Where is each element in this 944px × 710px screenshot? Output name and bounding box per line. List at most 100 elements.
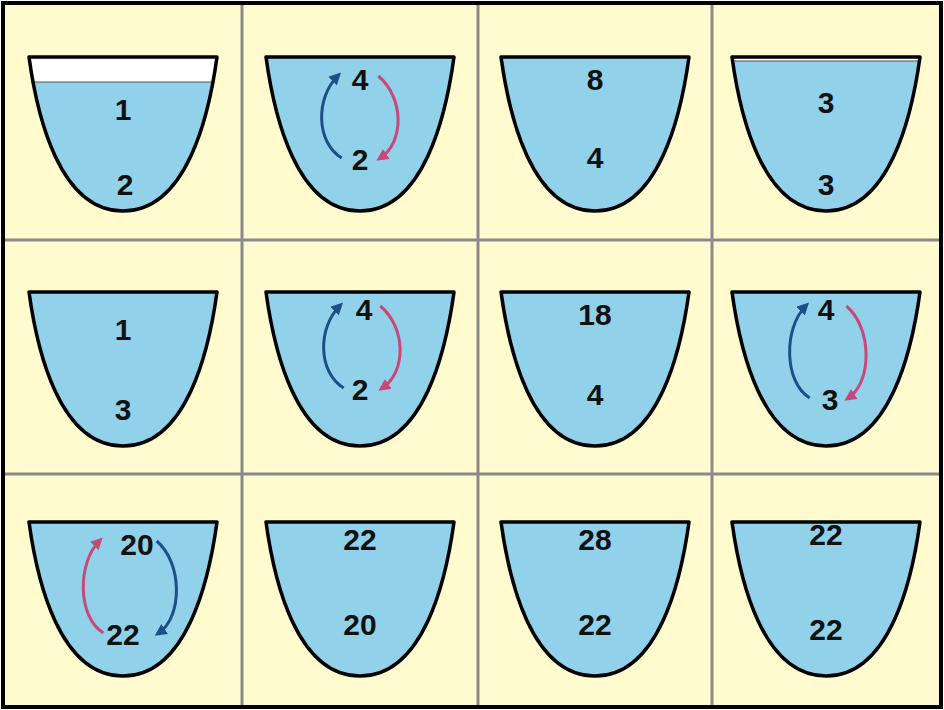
water <box>29 522 217 676</box>
bowl-outline <box>29 57 217 211</box>
bowl-number: 4 <box>356 294 373 326</box>
number-wrap: 4 <box>268 294 460 326</box>
bowl-number: 2 <box>117 169 134 201</box>
bowl-outline <box>501 522 689 676</box>
bowl-empty <box>501 292 689 446</box>
number-wrap: 1 <box>27 94 219 126</box>
cycle-arrow <box>157 541 177 633</box>
bowl-number: 22 <box>809 519 842 551</box>
bowl-empty <box>29 57 217 211</box>
panel-frame <box>3 3 941 707</box>
number-wrap: 28 <box>499 524 691 556</box>
bowl: 43 <box>730 290 922 448</box>
bowl-empty <box>266 522 454 676</box>
bowl-empty <box>29 292 217 446</box>
bowl-number: 3 <box>818 87 835 119</box>
bowl-number: 1 <box>115 314 132 346</box>
bowl-number: 20 <box>120 529 153 561</box>
number-wrap: 2 <box>29 169 221 201</box>
cycle-arrow <box>83 541 103 633</box>
cycle-arrow <box>846 306 866 398</box>
bowl-outline <box>266 57 454 211</box>
water <box>501 292 689 446</box>
bowl: 42 <box>264 55 456 213</box>
bowl-number: 3 <box>115 394 132 426</box>
grid-line <box>5 473 939 476</box>
bowl-number: 4 <box>587 142 604 174</box>
number-wrap: 2 <box>264 144 456 176</box>
bowl-number: 2 <box>352 374 369 406</box>
number-wrap: 22 <box>730 614 922 646</box>
bowl-outline <box>501 57 689 211</box>
cycle-arrow <box>790 306 810 398</box>
bowl-outline <box>732 292 920 446</box>
water <box>266 522 454 676</box>
bowl-empty <box>29 522 217 676</box>
bowl: 33 <box>730 55 922 213</box>
bowl-number: 4 <box>587 379 604 411</box>
bowl-number: 22 <box>578 609 611 641</box>
bowl-number: 3 <box>818 169 835 201</box>
bowl-outline <box>29 522 217 676</box>
bowl: 22 20 <box>264 520 456 678</box>
bowl: 22 22 <box>730 520 922 678</box>
water-line <box>31 82 215 83</box>
cycle-arrow <box>378 76 398 158</box>
number-wrap: 22 <box>499 609 691 641</box>
bowl-number: 4 <box>818 294 835 326</box>
bowl-number: 3 <box>822 384 839 416</box>
bowl-outline <box>266 522 454 676</box>
bowl: 84 <box>499 55 691 213</box>
grid-line <box>241 5 244 705</box>
water <box>501 57 689 211</box>
bowl: 42 <box>264 290 456 448</box>
water-line <box>734 61 918 62</box>
bowl-empty <box>266 57 454 211</box>
number-wrap: 4 <box>730 294 922 326</box>
number-wrap: 20 <box>41 529 233 561</box>
number-wrap: 4 <box>499 142 691 174</box>
bowl-outline <box>29 292 217 446</box>
number-wrap: 2 <box>264 374 456 406</box>
water <box>29 82 217 211</box>
number-wrap: 22 <box>264 524 456 556</box>
bowl-number: 22 <box>106 619 139 651</box>
water <box>29 292 217 446</box>
bowl-empty <box>501 57 689 211</box>
number-wrap: 3 <box>734 384 926 416</box>
number-wrap: 3 <box>27 394 219 426</box>
cycle-arrow <box>322 76 342 158</box>
bowl: 28 22 <box>499 520 691 678</box>
grid-line <box>477 5 480 705</box>
number-wrap: 22 <box>730 519 922 551</box>
number-wrap: 3 <box>730 87 922 119</box>
number-wrap: 1 <box>27 314 219 346</box>
bowl-number: 22 <box>343 524 376 556</box>
water <box>732 292 920 446</box>
cycle-arrow <box>324 306 344 388</box>
bowl-empty <box>501 522 689 676</box>
bowl-outline <box>732 57 920 211</box>
bowl-number: 20 <box>343 609 376 641</box>
number-wrap: 8 <box>499 64 691 96</box>
cycle-arrow <box>380 306 400 388</box>
bowl-outline <box>501 292 689 446</box>
bowl-outline <box>266 292 454 446</box>
bowl-number: 2 <box>352 144 369 176</box>
bowl-empty <box>266 292 454 446</box>
bowl-number: 4 <box>352 64 369 96</box>
number-wrap: 18 <box>499 299 691 331</box>
water <box>732 61 920 211</box>
water <box>266 57 454 211</box>
bowl-number: 22 <box>809 614 842 646</box>
number-wrap: 3 <box>730 169 922 201</box>
water <box>501 522 689 676</box>
number-wrap: 4 <box>499 379 691 411</box>
water <box>266 292 454 446</box>
bowl-number: 28 <box>578 524 611 556</box>
bowl-empty <box>732 292 920 446</box>
number-wrap: 4 <box>264 64 456 96</box>
bowl-number: 8 <box>587 64 604 96</box>
number-wrap: 22 <box>27 619 219 651</box>
bowl: 13 <box>27 290 219 448</box>
